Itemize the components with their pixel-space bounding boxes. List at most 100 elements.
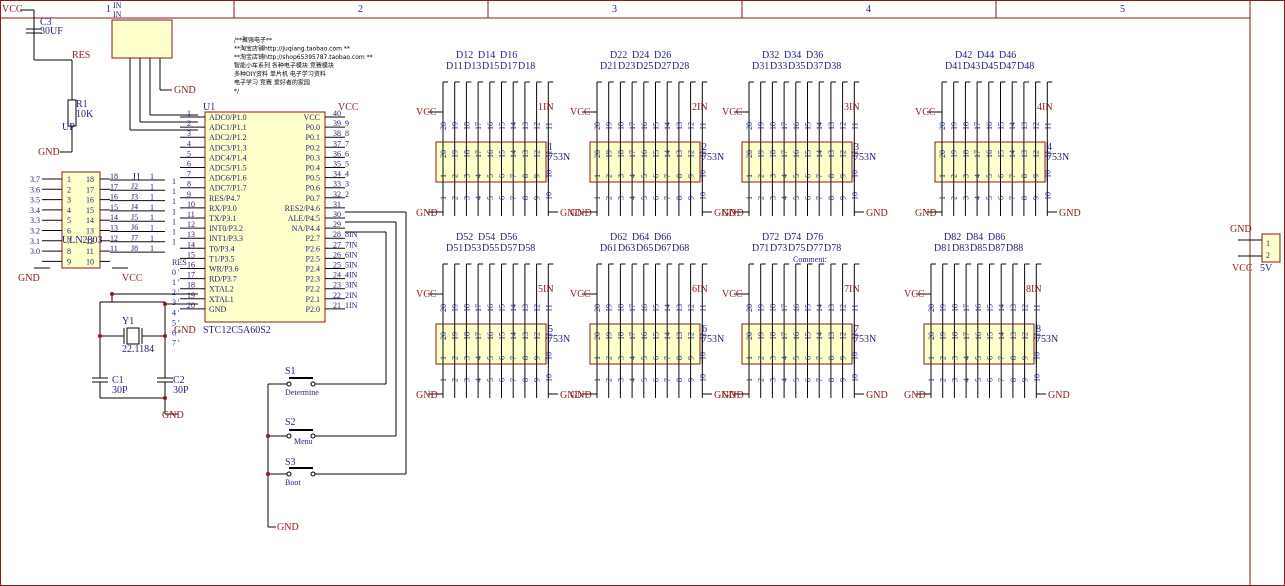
svg-text:19: 19 <box>757 332 766 340</box>
svg-text:19: 19 <box>939 332 948 340</box>
mcu-pin-net: 3 <box>345 180 349 189</box>
frame-col-label: 2 <box>358 4 363 15</box>
svg-text:20: 20 <box>593 332 602 340</box>
display-pin-number: 7 <box>509 196 518 200</box>
display-pin-number: 5 <box>640 196 649 200</box>
mcu-pin-name: GND <box>209 305 227 314</box>
mcu-pin-number: 31 <box>333 200 341 209</box>
gnd-label: GND <box>866 208 888 219</box>
display-pin-number: 19 <box>605 122 614 130</box>
display-part: 753N <box>702 152 724 163</box>
svg-text:13: 13 <box>521 150 530 158</box>
svg-text:4: 4 <box>780 174 789 178</box>
j1-row-label: 14 <box>110 213 118 222</box>
display-pin-number: 5 <box>974 378 983 382</box>
svg-text:9: 9 <box>687 174 696 178</box>
j1-row-label: 1 <box>150 244 154 253</box>
mcu-pin-net: 8 <box>345 129 349 138</box>
c1-value: 30P <box>112 385 128 396</box>
display-pin-number: 15 <box>652 122 661 130</box>
led-ref: D24 <box>632 50 649 61</box>
display-pin-number: 18 <box>462 304 471 312</box>
led-ref: D28 <box>672 61 689 72</box>
gnd-label: GND <box>714 390 736 401</box>
frame-col-label: 1 <box>106 4 111 15</box>
svg-text:11: 11 <box>698 150 707 158</box>
gnd-label: GND <box>18 273 40 284</box>
display-pin-number: 7 <box>509 378 518 382</box>
svg-text:15: 15 <box>652 332 661 340</box>
svg-text:1: 1 <box>938 174 947 178</box>
mcu-pin-number: 35 <box>333 160 341 169</box>
display-part: 753N <box>702 334 724 345</box>
led-ref: D57 <box>500 243 517 254</box>
svg-text:15: 15 <box>498 332 507 340</box>
svg-text:12: 12 <box>533 332 542 340</box>
led-ref: D68 <box>672 243 689 254</box>
uln-net-label: 3.1 <box>30 237 40 246</box>
led-ref: D26 <box>654 50 671 61</box>
display-pin-number: 3 <box>768 196 777 200</box>
mcu-pin-name: P0.0 <box>306 123 320 132</box>
mcu-pin-name: P0.5 <box>306 174 320 183</box>
uln-net-label: 3.2 <box>30 227 40 236</box>
display-pin-number: 9 <box>839 196 848 200</box>
display-pin-number: 16 <box>486 122 495 130</box>
mcu-pin-name: P2.7 <box>306 234 320 243</box>
svg-text:9: 9 <box>533 174 542 178</box>
svg-text:14: 14 <box>815 332 824 340</box>
display-pin-number: 15 <box>986 304 995 312</box>
uln2803-body <box>61 171 101 269</box>
mcu-pin-name: XTAL1 <box>209 295 234 304</box>
gnd-label: GND <box>1059 208 1081 219</box>
uln-pin-number: 13 <box>86 227 94 236</box>
svg-text:4: 4 <box>962 356 971 360</box>
j1-row-label: 1 <box>150 182 154 191</box>
mcu-pin-number: 37 <box>333 139 341 148</box>
mcu-left-net: 1 <box>172 207 176 216</box>
svg-text:6: 6 <box>652 356 661 360</box>
led-ref: D52 <box>456 232 473 243</box>
svg-text:16: 16 <box>486 150 495 158</box>
display-pin-number: 19 <box>757 304 766 312</box>
led-ref: D48 <box>1017 61 1034 72</box>
display-pin-number: 12 <box>839 304 848 312</box>
mcu-pin-name: ADC1/P1.1 <box>209 123 247 132</box>
display-pin-number: 18 <box>616 304 625 312</box>
display-pin-number: 13 <box>675 122 684 130</box>
note-line: 电子学习 竞赛 爱好者的家园 <box>234 79 310 87</box>
svg-text:20: 20 <box>439 150 448 158</box>
uln-net-label: 3.3 <box>30 216 40 225</box>
svg-text:13: 13 <box>675 332 684 340</box>
display-part: 753N <box>548 334 570 345</box>
gnd-label: GND <box>570 390 592 401</box>
s3-label: Boot <box>285 478 301 487</box>
vcc-label: VCC <box>722 289 743 300</box>
led-ref: D44 <box>977 50 994 61</box>
display-input-net: 3IN <box>844 102 860 113</box>
display-pin-number: 2 <box>451 196 460 200</box>
mcu-left-net: 1 <box>172 228 176 237</box>
display-pin-number: 14 <box>815 304 824 312</box>
mcu-pin-net: 5IN <box>345 261 358 270</box>
svg-text:8: 8 <box>521 174 530 178</box>
power-connector-pin: 2 <box>1266 251 1270 260</box>
display-pin-number: 16 <box>985 122 994 130</box>
in-connector-pins <box>129 58 198 131</box>
svg-text:14: 14 <box>509 150 518 158</box>
display-pin-number: 12 <box>839 122 848 130</box>
display-pin-number: 16 <box>792 304 801 312</box>
display-pin-number: 9 <box>1021 378 1030 382</box>
display-pin-number: 8 <box>827 378 836 382</box>
display-pin-number: 2 <box>605 378 614 382</box>
svg-text:17: 17 <box>628 150 637 158</box>
display-pin-number: 4 <box>780 378 789 382</box>
j1-tag: J5 <box>131 213 138 222</box>
svg-text:5: 5 <box>640 174 649 178</box>
mcu-pin-name: INT1/P3.3 <box>209 234 243 243</box>
display-pin-number: 7 <box>663 378 672 382</box>
display-pin-number: 8 <box>675 196 684 200</box>
display-pin-number: 14 <box>997 304 1006 312</box>
c3-ref: C3 <box>40 17 52 28</box>
